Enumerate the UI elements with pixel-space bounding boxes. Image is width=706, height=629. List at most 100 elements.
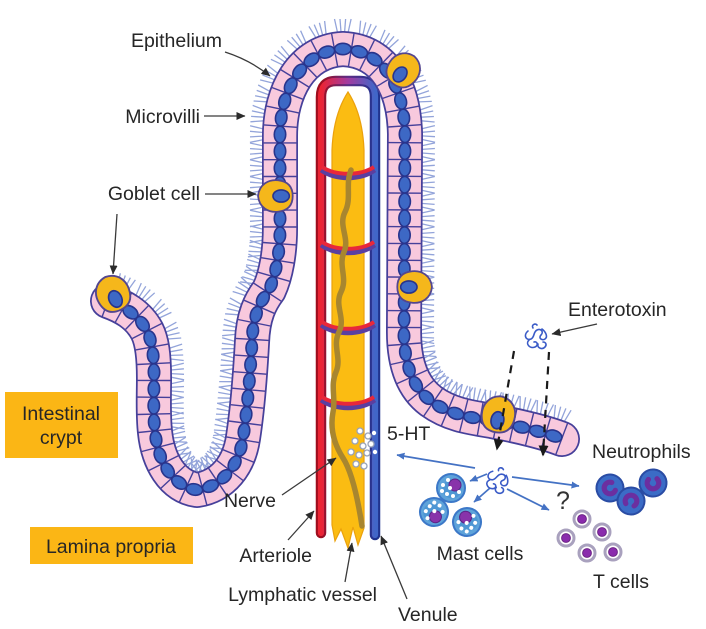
microvilli-tuft-line	[546, 404, 555, 417]
microvilli-tuft-line	[172, 436, 187, 439]
microvilli-tuft-line	[421, 152, 435, 155]
microvilli-tuft-line	[253, 100, 267, 103]
microvilli-tuft-line	[170, 372, 185, 375]
microvilli-tuft-line	[433, 369, 442, 382]
cell-nucleus	[273, 226, 287, 245]
microvilli-tuft-line	[379, 29, 386, 43]
microvilli-tuft-line	[421, 164, 435, 167]
microvilli-tuft-line	[382, 32, 391, 45]
microvilli-tuft-line	[170, 390, 184, 393]
cell-nucleus	[397, 310, 411, 329]
microvilli-tuft-line	[420, 331, 435, 335]
enterotoxin-molecule-lumen	[524, 323, 548, 350]
microvilli-tuft-line	[323, 20, 327, 35]
microvilli-tuft-line	[170, 368, 184, 371]
goblet-cell	[396, 270, 433, 304]
vascular-loop	[315, 75, 381, 541]
microvilli-tuft-line	[369, 25, 377, 38]
microvilli-tuft-line	[421, 202, 435, 206]
microvilli-tuft-line	[138, 285, 147, 298]
microvilli-tuft-line	[213, 433, 227, 437]
microvilli-tuft-line	[170, 380, 185, 385]
microvilli-tuft-line	[318, 22, 324, 36]
microvilli-tuft-line	[249, 135, 264, 138]
microvilli-tuft-line	[249, 181, 264, 184]
cell-nucleus	[273, 142, 287, 161]
microvilli-tuft-line	[259, 79, 274, 84]
microvilli-tuft-line	[170, 385, 185, 388]
microvilli-tuft-line	[173, 436, 186, 446]
cell-nucleus	[398, 209, 412, 228]
microvilli-tuft-line	[211, 441, 225, 446]
microvilli-tuft-line	[249, 230, 263, 234]
enterotoxin-arrow	[551, 323, 598, 337]
cell-nucleus	[147, 363, 161, 382]
microvilli-tuft-line	[184, 453, 191, 466]
cell-nucleus	[397, 242, 411, 261]
t-cell	[556, 528, 576, 548]
microvilli-tuft-line	[225, 313, 239, 316]
microvilli-tuft-line	[249, 147, 264, 151]
arrow-to-mast-cell-2	[473, 487, 491, 503]
microvilli-tuft-line	[237, 281, 250, 290]
microvilli-tuft-line	[295, 33, 304, 46]
cell-nucleus	[398, 125, 412, 144]
microvilli-tuft-line	[308, 26, 317, 39]
toxin-entry-arrow-epithelium	[538, 351, 551, 457]
microvilli-tuft-line	[152, 298, 162, 310]
cell-nucleus	[242, 372, 256, 391]
microvilli-tuft-line	[419, 104, 433, 111]
microvilli-tuft-line	[213, 429, 227, 432]
microvilli-tuft-line	[417, 95, 431, 100]
microvilli-tuft-line	[476, 388, 482, 402]
nerve-label: Nerve	[224, 490, 276, 512]
microvilli-tuft-line	[229, 297, 242, 306]
microvilli-tuft-line	[250, 120, 264, 123]
microvilli-tuft-line	[362, 22, 367, 36]
microvilli-tuft-line	[421, 239, 435, 245]
microvilli-tuft-line	[553, 404, 557, 419]
cell-nucleus	[398, 192, 412, 211]
microvilli-tuft-line	[170, 406, 184, 410]
microvilli-tuft-line	[277, 50, 288, 60]
microvilli-tuft-line	[421, 219, 435, 222]
microvilli-tuft-line	[201, 456, 212, 467]
microvilli-tuft-line	[170, 417, 185, 421]
arrow-to-t-cells	[506, 488, 550, 511]
cell-nucleus	[398, 158, 412, 177]
microvilli-tuft-line	[563, 409, 572, 422]
mast-cells-group	[415, 473, 486, 541]
microvilli-tuft-line	[421, 138, 436, 143]
microvilli-tuft-line	[421, 315, 435, 319]
microvilli-tuft-line	[421, 124, 436, 130]
microvilli-tuft-line	[449, 381, 458, 394]
microvilli-tuft-line	[421, 120, 435, 123]
microvilli-tuft-line	[421, 198, 435, 201]
cell-nucleus	[397, 226, 412, 245]
microvilli-tuft-line	[249, 235, 263, 238]
microvilli-tuft-line	[421, 181, 435, 184]
microvilli-tuft-line	[421, 169, 435, 172]
cell-nucleus	[147, 379, 161, 398]
microvilli-tuft-line	[365, 23, 372, 37]
microvilli-tuft-line	[247, 258, 260, 264]
microvilli-tuft-line	[223, 324, 237, 328]
mast-cells-label: Mast cells	[437, 543, 524, 565]
microvilli-tuft-line	[412, 79, 426, 84]
microvilli-tuft-line	[421, 209, 435, 214]
microvilli-tuft-line	[421, 172, 435, 177]
microvilli-tuft-line	[436, 372, 446, 384]
venule-arrow	[380, 535, 408, 600]
microvilli-tuft-line	[170, 411, 184, 417]
microvilli-tuft-line	[170, 393, 184, 399]
microvilli-tuft-line	[530, 399, 537, 413]
microvilli-tuft-line	[421, 142, 436, 147]
lymphatic-vessel-label: Lymphatic vessel	[228, 584, 377, 606]
microvilli-tuft-line	[484, 389, 487, 403]
microvilli-tuft-line	[173, 440, 187, 443]
intestinal-crypt-label-line1: Intestinal	[22, 403, 100, 425]
microvilli-tuft-line	[169, 343, 183, 349]
cell-nucleus	[244, 355, 258, 374]
intestinal-crypt-label-line2: crypt	[40, 427, 83, 449]
microvilli-label: Microvilli	[125, 106, 200, 128]
